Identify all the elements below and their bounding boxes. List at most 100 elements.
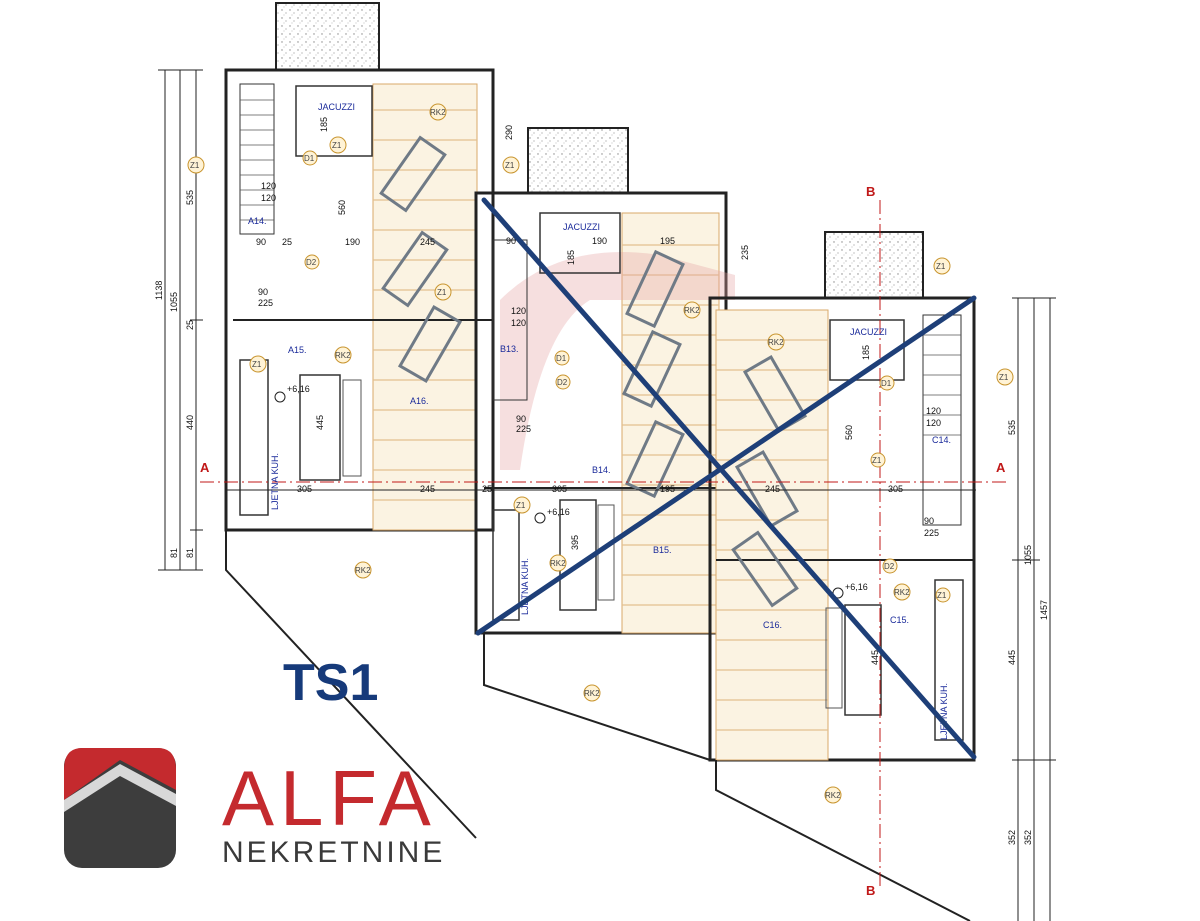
callout-z1: Z1 xyxy=(936,262,946,271)
callout-rk2: RK2 xyxy=(684,306,700,315)
callout-d1: D1 xyxy=(881,379,892,388)
dim-352-right: 352 xyxy=(1007,830,1017,845)
unit-b-roof-box xyxy=(527,127,629,194)
dim-245-c: 245 xyxy=(765,484,780,494)
unit-a-kitchen-counter xyxy=(239,359,269,516)
dim-185-b: 185 xyxy=(566,250,576,265)
dim-535-left: 535 xyxy=(185,190,195,205)
callout-d1: D1 xyxy=(556,354,567,363)
dim-25-a: 25 xyxy=(185,320,195,330)
elevation-a: +6,16 xyxy=(287,384,310,394)
callout-rk2: RK2 xyxy=(355,566,371,575)
unit-a-stairs xyxy=(239,83,275,235)
callout-d2: D2 xyxy=(306,258,317,267)
unit-c xyxy=(708,231,976,921)
drawing-tag: TS1 xyxy=(283,654,378,712)
unit-b-jacuzzi xyxy=(539,212,621,274)
dim-120-b2: 120 xyxy=(511,318,526,328)
room-c15: C15. xyxy=(890,615,909,625)
dim-190-a: 190 xyxy=(345,237,360,247)
dim-190-b: 190 xyxy=(592,236,607,246)
callout-d2: D2 xyxy=(557,378,568,387)
callout-z1: Z1 xyxy=(252,360,262,369)
unit-a xyxy=(224,2,495,839)
unit-a-deck xyxy=(372,83,478,531)
kitchen-b: LJETNA KUH. xyxy=(520,558,530,615)
dim-inner-right: 1055 xyxy=(1023,545,1033,565)
dim-195-b: 195 xyxy=(660,236,675,246)
callout-rk2: RK2 xyxy=(768,338,784,347)
elevation-a-marker-icon xyxy=(274,391,286,403)
unit-a-jacuzzi xyxy=(295,85,373,157)
callout-z1: Z1 xyxy=(190,161,200,170)
unit-c-roof-box xyxy=(824,231,924,299)
dim-560-a: 560 xyxy=(337,200,347,215)
section-line-b: B B xyxy=(866,184,881,898)
dim-90-a: 90 xyxy=(256,237,266,247)
dim-245-a2: 245 xyxy=(420,484,435,494)
dim-25-a3: 25 xyxy=(482,484,492,494)
callout-z1: Z1 xyxy=(516,501,526,510)
jacuzzi-a: JACUZZI xyxy=(318,102,355,112)
jacuzzi-b: JACUZZI xyxy=(563,222,600,232)
callout-rk2: RK2 xyxy=(430,108,446,117)
room-a16: A16. xyxy=(410,396,429,406)
dim-90-a2: 90 xyxy=(258,287,268,297)
callout-rk2: RK2 xyxy=(825,791,841,800)
dim-120-c1: 120 xyxy=(926,406,941,416)
dim-290-b: 290 xyxy=(504,125,514,140)
section-marker-b-bottom: B xyxy=(866,883,875,898)
dim-225-b: 225 xyxy=(516,424,531,434)
dim-225-c: 225 xyxy=(924,528,939,538)
dimension-lines-right xyxy=(1012,297,1056,921)
dim-445-a: 445 xyxy=(315,415,325,430)
unit-c-jacuzzi xyxy=(829,319,905,381)
dimension-lines-left xyxy=(158,69,203,571)
room-c16: C16. xyxy=(763,620,782,630)
brand-name: ALFA xyxy=(222,754,437,842)
dim-195-b2: 195 xyxy=(660,484,675,494)
elevation-c: +6,16 xyxy=(845,582,868,592)
room-labels: A14. A15. A16. B13. B14. B15. C14. C15. … xyxy=(248,102,951,740)
section-marker-b-top: B xyxy=(866,184,875,199)
kitchen-a: LJETNA KUH. xyxy=(270,453,280,510)
dim-total-right: 1457 xyxy=(1039,600,1049,620)
callout-rk2: RK2 xyxy=(584,689,600,698)
unit-b-deck xyxy=(621,212,720,634)
callout-rk2: RK2 xyxy=(335,351,351,360)
room-b15: B15. xyxy=(653,545,672,555)
kitchen-c: LJETNA KUH. xyxy=(939,683,949,740)
section-marker-a-right: A xyxy=(996,460,1006,475)
dim-120-a2: 120 xyxy=(261,193,276,203)
unit-c-deck xyxy=(715,309,829,761)
unit-a-loungers xyxy=(379,135,463,383)
brand-logo: ALFA NEKRETNINE xyxy=(64,748,442,869)
dim-352-right-b: 352 xyxy=(1023,830,1033,845)
dim-81-left-b: 81 xyxy=(185,548,195,558)
room-a15: A15. xyxy=(288,345,307,355)
callout-z1: Z1 xyxy=(937,591,947,600)
dim-305-c: 305 xyxy=(888,484,903,494)
house-logo-icon xyxy=(64,748,176,868)
dim-total-left: 1138 xyxy=(154,281,164,300)
dim-445-right: 445 xyxy=(1007,650,1017,665)
unit-a-roof-box xyxy=(275,2,380,71)
callout-labels: Z1 Z1 D1 D2 RK2 RK2 Z1 Z1 Z1 RK2 D1 D2 Z… xyxy=(190,108,1009,800)
crossed-out-mark xyxy=(475,197,977,760)
dim-25-a2: 25 xyxy=(282,237,292,247)
dim-120-b1: 120 xyxy=(511,306,526,316)
dim-245-a1: 245 xyxy=(420,237,435,247)
callout-z1: Z1 xyxy=(999,373,1009,382)
callout-z1: Z1 xyxy=(872,456,882,465)
dim-395-b: 395 xyxy=(570,535,580,550)
watermark-shape xyxy=(500,252,735,470)
dim-305-b: 305 xyxy=(552,484,567,494)
unit-b xyxy=(474,127,735,761)
dim-90-c: 90 xyxy=(924,516,934,526)
callout-d2: D2 xyxy=(884,562,895,571)
room-c14: C14. xyxy=(932,435,951,445)
room-a14: A14. xyxy=(248,216,267,226)
unit-c-outline xyxy=(708,296,976,762)
dim-445-c: 445 xyxy=(870,650,880,665)
dim-120-a1: 120 xyxy=(261,181,276,191)
